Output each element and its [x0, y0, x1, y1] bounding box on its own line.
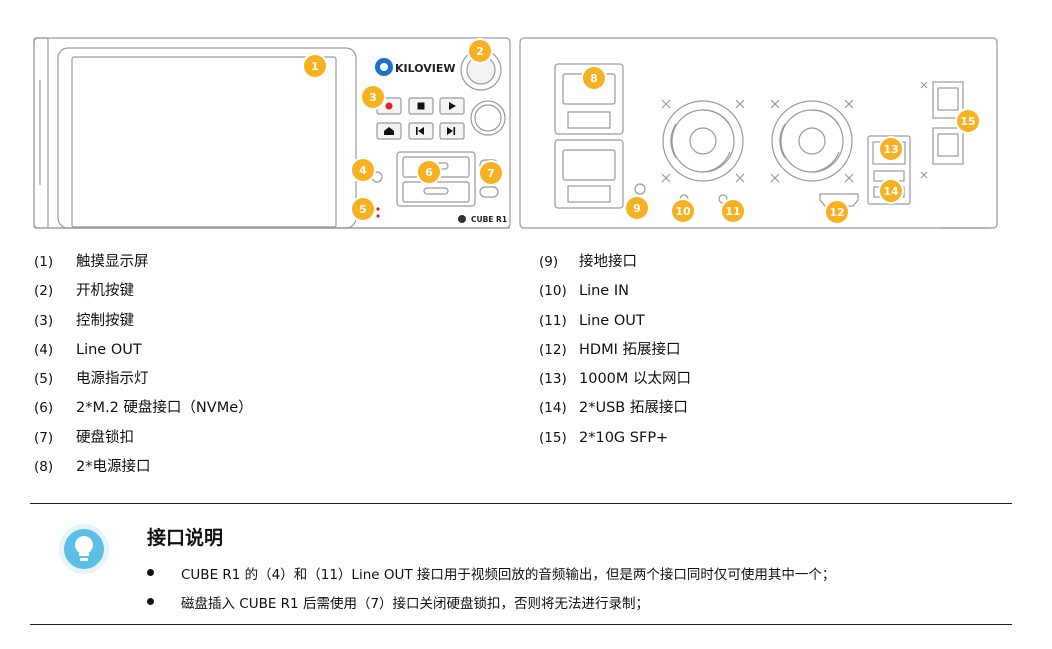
callout-badge: 15: [957, 110, 979, 132]
record-dot: [385, 102, 393, 110]
callout-badge: 14: [880, 180, 902, 202]
logo-text: KILOVIEW: [395, 62, 456, 75]
bullet-item: 磁盘插入 CUBE R1 后需使用（7）接口关闭硬盘锁扣，否则将无法进行录制；: [147, 587, 835, 616]
legend-item: (15)2*10G SFP+: [539, 429, 669, 446]
legend-item: (1)触摸显示屏: [34, 254, 149, 270]
legend-item: (11)Line OUT: [539, 312, 645, 329]
legend-item: (14)2*USB 拓展接口: [539, 400, 688, 417]
legend-item: (10)Line IN: [539, 283, 629, 300]
play-glyph: [449, 102, 456, 110]
next-glyph: [447, 127, 456, 135]
callout-badge: 1: [304, 55, 326, 77]
callout-badge: 4: [352, 159, 374, 181]
device-illustration: KILOVIEW CUBE R1: [33, 37, 998, 229]
device-figure: KILOVIEW CUBE R1: [0, 0, 1052, 240]
legend-item: (6)2*M.2 硬盘接口（NVMe）: [34, 400, 253, 417]
bullet-item: CUBE R1 的（4）和（11）Line OUT 接口用于视频回放的音频输出，…: [147, 558, 835, 587]
callout-badge: 5: [352, 198, 374, 220]
callout-badge: 12: [826, 201, 848, 223]
legend-item: (5)电源指示灯: [34, 371, 149, 388]
legend-item: (9)接地接口: [539, 254, 637, 270]
model-label: CUBE R1: [458, 215, 507, 224]
callout-badge: 7: [480, 162, 502, 184]
divider: [30, 503, 1012, 504]
legend-item: (3)控制按键: [34, 312, 134, 329]
tip-bullets: CUBE R1 的（4）和（11）Line OUT 接口用于视频回放的音频输出，…: [147, 558, 835, 616]
prev-glyph: [416, 127, 424, 135]
callout-badge: 6: [418, 161, 440, 183]
callout-badge: 9: [626, 197, 648, 219]
callout-badge: 10: [672, 200, 694, 222]
callout-badge: 2: [469, 40, 491, 62]
legend-item: (12)HDMI 拓展接口: [539, 341, 681, 358]
legend-item: (8)2*电源接口: [34, 459, 151, 476]
divider: [30, 624, 1012, 625]
legend-item: (13)1000M 以太网口: [539, 371, 692, 388]
legend-item: (4)Line OUT: [34, 341, 142, 358]
kiloview-mark-icon: [458, 215, 466, 223]
home-glyph: [384, 127, 394, 135]
stop-glyph: [417, 102, 425, 110]
callout-badge: 13: [880, 138, 902, 160]
legend-item: (7)硬盘锁扣: [34, 429, 134, 446]
callout-badge: 3: [362, 86, 384, 108]
legend-back: (9)接地接口 (10)Line IN (11)Line OUT (12)HDM…: [539, 248, 691, 453]
power-led-icon: [376, 207, 380, 211]
callout-badge: 8: [583, 67, 605, 89]
callout-badge: 11: [722, 200, 744, 222]
lightbulb-icon: [58, 523, 110, 575]
bullet-dot: [147, 598, 154, 605]
kiloview-logo: KILOVIEW: [375, 58, 456, 76]
back-panel: [519, 37, 998, 229]
legend-item: (2)开机按键: [34, 283, 134, 300]
bullet-dot: [147, 569, 154, 576]
svg-text:CUBE R1: CUBE R1: [471, 215, 507, 224]
legend-front: (1)触摸显示屏 (2)开机按键 (3)控制按键 (4)Line OUT (5)…: [34, 248, 253, 482]
tip-title: 接口说明: [147, 527, 224, 549]
